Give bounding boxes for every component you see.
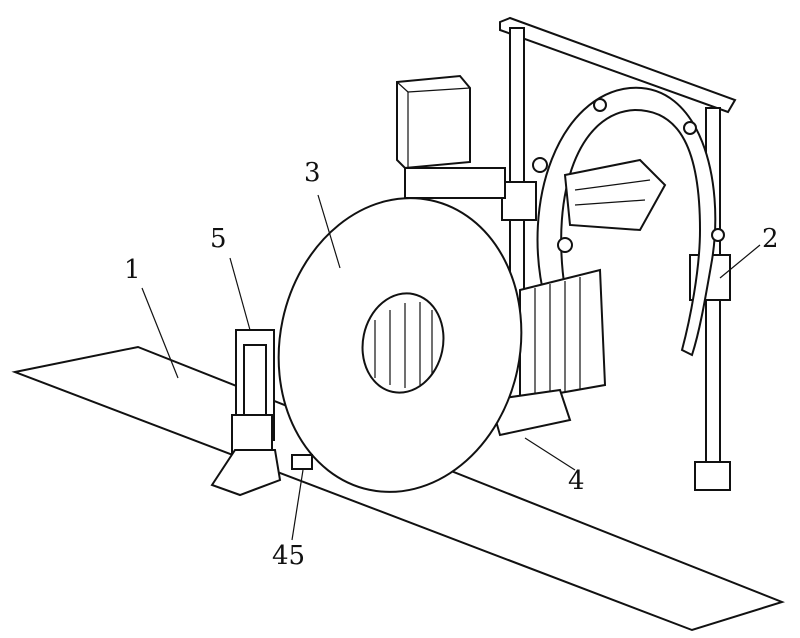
left-stand bbox=[210, 329, 313, 497]
callout-5: 5 bbox=[210, 224, 227, 254]
callout-4: 4 bbox=[568, 466, 585, 496]
leader-lines bbox=[141, 194, 761, 541]
callout-2: 2 bbox=[762, 224, 779, 254]
control-box bbox=[396, 74, 506, 199]
callout-3: 3 bbox=[304, 158, 321, 188]
callout-45: 45 bbox=[272, 541, 306, 571]
right-frame bbox=[499, 16, 737, 491]
cage bbox=[488, 268, 607, 437]
wrapping-ring bbox=[532, 86, 725, 357]
callout-1: 1 bbox=[124, 255, 141, 285]
disc bbox=[277, 197, 523, 493]
